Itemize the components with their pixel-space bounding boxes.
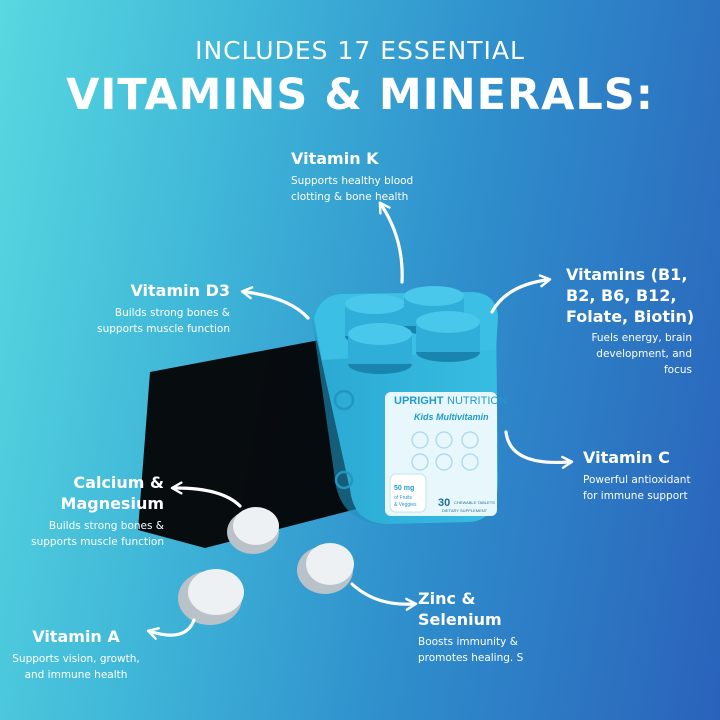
arrow-vitamin-k bbox=[378, 201, 404, 284]
arrow-calcium bbox=[170, 481, 242, 508]
vitamin-d3-desc-2: supports muscle function bbox=[97, 323, 230, 335]
vitamins-b-desc-1: Fuels energy, brain bbox=[591, 332, 692, 344]
badge-line-3: & Veggies bbox=[394, 502, 417, 508]
arrow-vitamin-d3 bbox=[240, 286, 310, 320]
arrows bbox=[146, 201, 574, 640]
vitamins-b-name-2: B2, B6, B12, bbox=[566, 286, 677, 305]
vitamin-a-desc-2: and immune health bbox=[24, 669, 128, 681]
label-brand-a: UPRIGHT bbox=[394, 395, 444, 407]
zinc-desc-1: Boosts immunity & bbox=[418, 636, 518, 648]
callout-zinc-selenium: Zinc & Selenium Boosts immunity & promot… bbox=[418, 588, 523, 666]
vitamin-k-desc-1: Supports healthy blood bbox=[291, 175, 414, 187]
label-count: 30 bbox=[438, 497, 450, 509]
vitamin-a-name: Vitamin A bbox=[32, 627, 120, 646]
vitamins-b-description: Fuels energy, brain development, and foc… bbox=[560, 326, 692, 378]
zinc-name-1: Zinc & bbox=[418, 589, 476, 608]
label-product-name: Kids Multivitamin bbox=[414, 412, 489, 422]
arrow-zinc bbox=[350, 582, 418, 611]
label-brand-b: NUTRITION bbox=[447, 395, 507, 407]
vitamin-k-desc-2: clotting & bone health bbox=[291, 191, 409, 203]
label-supplement: DIETARY SUPPLEMENT bbox=[442, 508, 488, 513]
calcium-name-1: Calcium & bbox=[73, 473, 164, 492]
product-shadow bbox=[138, 338, 372, 548]
vitamin-c-desc-1: Powerful antioxidant bbox=[583, 474, 691, 486]
vitamin-k-name: Vitamin K bbox=[291, 149, 379, 168]
badge-line-1: 50 mg bbox=[394, 485, 414, 492]
callout-calcium-magnesium: Calcium & Magnesium Builds strong bones … bbox=[28, 472, 164, 550]
vitamin-c-name: Vitamin C bbox=[583, 448, 670, 467]
callout-vitamin-c: Vitamin C Powerful antioxidant for immun… bbox=[583, 447, 691, 504]
header-subtitle: INCLUDES 17 ESSENTIAL bbox=[195, 36, 525, 65]
vitamins-b-desc-3: focus bbox=[663, 364, 692, 376]
product-label: UPRIGHT NUTRITION Kids Multivitamin 50 m… bbox=[385, 392, 507, 516]
vitamins-b-name-1: Vitamins (B1, bbox=[566, 265, 688, 284]
loose-tablets bbox=[178, 507, 354, 625]
arrow-vitamins-b bbox=[490, 274, 552, 314]
zinc-name-2: Selenium bbox=[418, 610, 502, 629]
vitamin-c-desc-2: for immune support bbox=[583, 490, 688, 502]
arrow-vitamin-c bbox=[504, 430, 574, 469]
header-title: VITAMINS & MINERALS: bbox=[66, 70, 654, 120]
label-count-text: CHEWABLE TABLETS bbox=[454, 500, 495, 505]
tablet-lids bbox=[345, 286, 480, 374]
callout-vitamin-k: Vitamin K Supports healthy blood clottin… bbox=[291, 148, 413, 205]
badge-line-2: of Fruits bbox=[394, 495, 413, 501]
vitamin-a-desc-1: Supports vision, growth, bbox=[12, 653, 140, 665]
calcium-desc-2: supports muscle function bbox=[31, 536, 164, 548]
vitamins-b-name-3: Folate, Biotin) bbox=[566, 307, 695, 326]
callout-vitamins-b: Vitamins (B1, B2, B6, B12, Folate, Bioti… bbox=[566, 264, 694, 327]
vitamin-d3-desc-1: Builds strong bones & bbox=[114, 307, 230, 319]
vitamins-b-desc-2: development, and bbox=[596, 348, 692, 360]
zinc-desc-2: promotes healing. S bbox=[418, 652, 524, 664]
calcium-desc-1: Builds strong bones & bbox=[48, 520, 164, 532]
arrow-vitamin-a bbox=[146, 618, 196, 640]
callout-vitamin-d3: Vitamin D3 Builds strong bones & support… bbox=[58, 280, 230, 337]
calcium-name-2: Magnesium bbox=[60, 494, 164, 513]
callout-vitamin-a: Vitamin A Supports vision, growth, and i… bbox=[4, 626, 148, 683]
vitamin-d3-name: Vitamin D3 bbox=[130, 281, 230, 300]
